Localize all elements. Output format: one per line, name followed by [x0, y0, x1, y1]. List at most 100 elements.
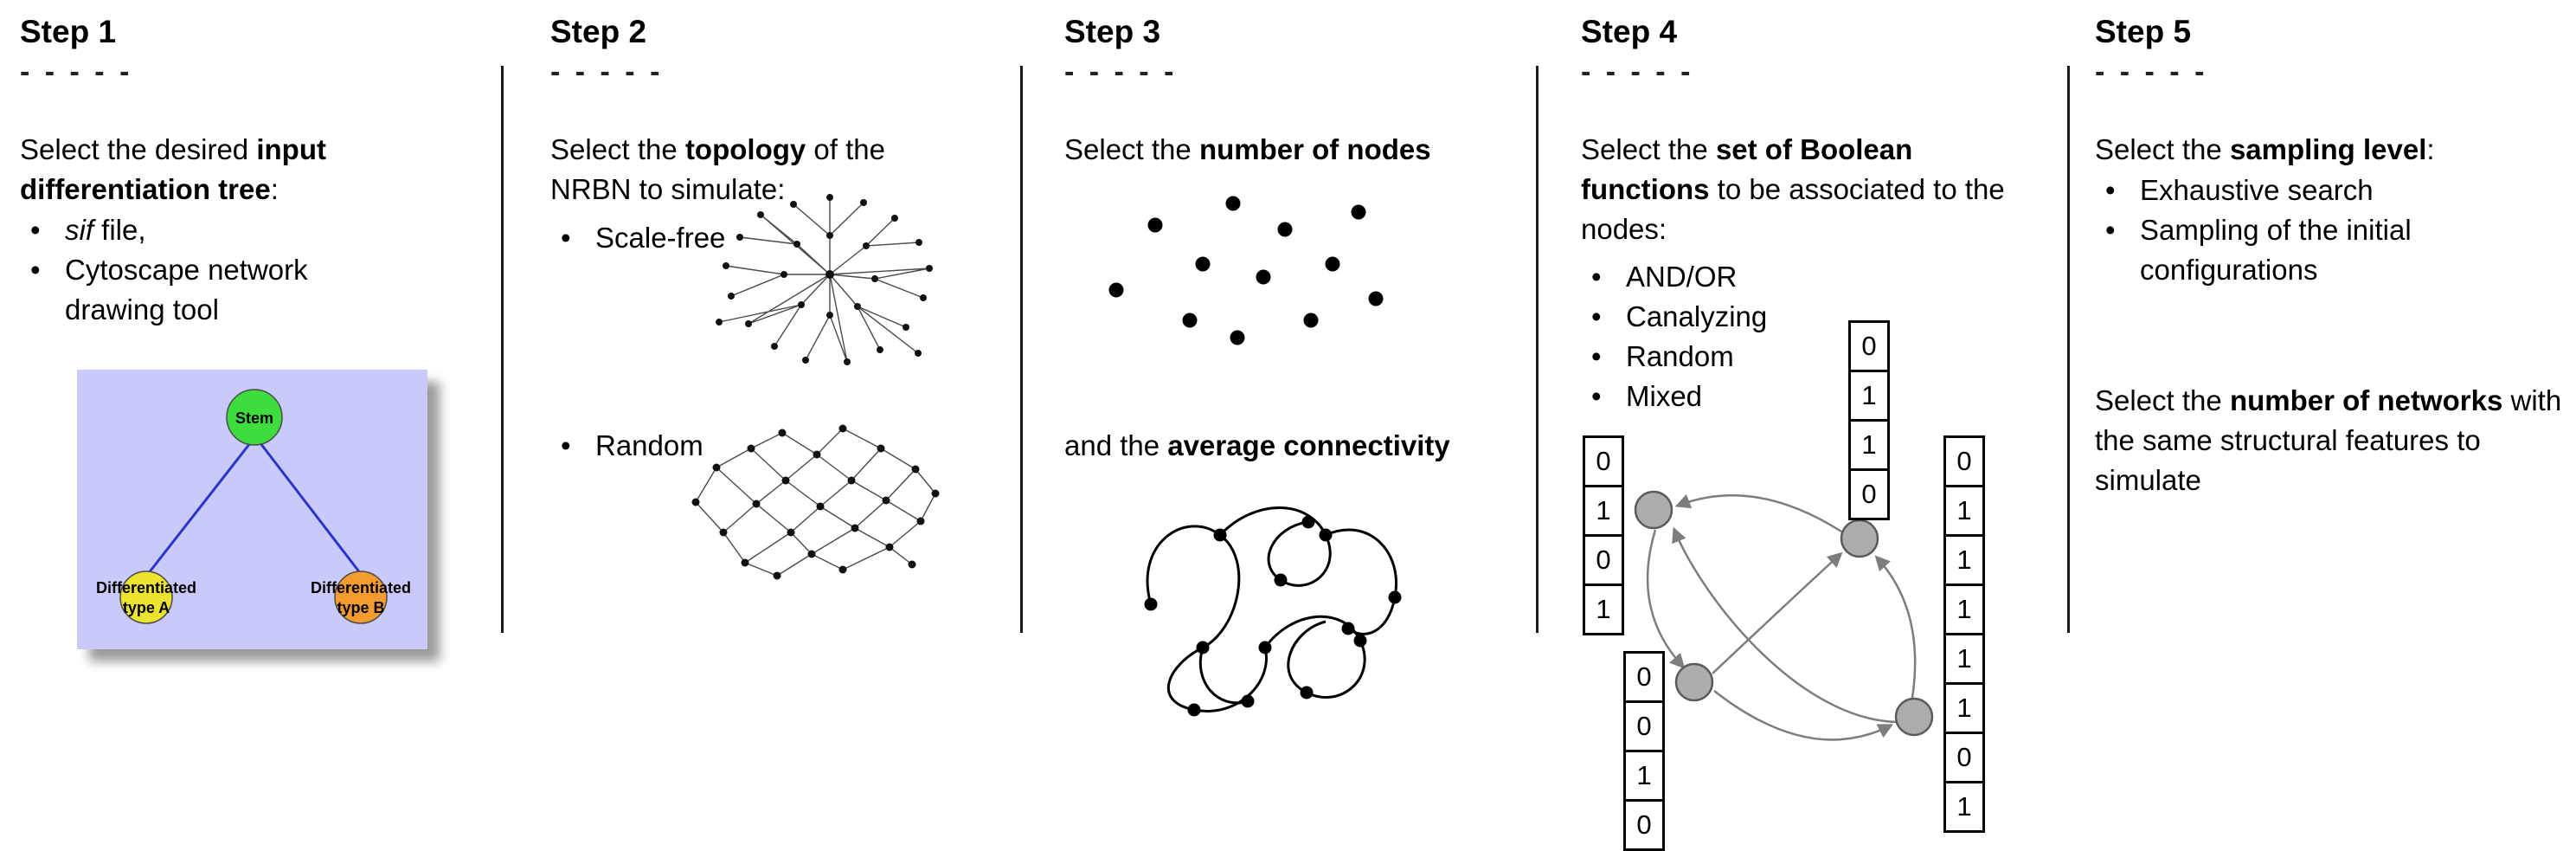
random-fn-text: Random: [1626, 340, 1734, 372]
step-4-bullets: AND/OR Canalyzing Random Mixed: [1581, 257, 1927, 416]
nodes-scatter: [1108, 196, 1384, 345]
boolean-node-b: [1840, 519, 1879, 558]
connectivity-tangle: [1144, 506, 1402, 717]
step-2-column: Step 2 - - - - - Select the topology of …: [550, 0, 1031, 851]
step-5-header: Step 5: [2095, 14, 2192, 49]
random-text: Random: [595, 429, 703, 461]
networks-post: with the same structural features to sim…: [2095, 384, 2562, 496]
type-b-node: [334, 571, 388, 624]
tree-edge-right: [259, 442, 363, 575]
scale-free-edges: [718, 197, 930, 363]
truth-table-cell: 0: [1583, 534, 1624, 586]
tangle-curves: [1146, 506, 1397, 712]
truth-table-cell: 1: [1943, 534, 1985, 586]
truth-table-cell: 1: [1943, 583, 1985, 635]
scatter-dots: [1108, 196, 1384, 345]
random-network: [691, 424, 940, 580]
bullet-exhaustive: Exhaustive search: [2095, 171, 2458, 210]
networks-bold: number of networks: [2229, 384, 2503, 416]
step-4-header: Step 4: [1581, 14, 1678, 49]
step-4-title-bold: set of Boolean functions: [1581, 133, 1913, 205]
divider-4: [2067, 66, 2070, 633]
bullet-scale-free: Scale-free: [550, 218, 827, 258]
boolean-node-a: [1634, 490, 1673, 530]
truth-table-cell: 1: [1583, 485, 1624, 537]
step-2-title-bold: topology: [684, 133, 806, 165]
truth-table-cell: 1: [1623, 750, 1665, 802]
step-2-title-post: of the NRBN to simulate:: [550, 133, 885, 205]
step-2-bullet-scale-free: Scale-free: [550, 218, 827, 258]
step-5-paragraph-networks: Select the number of networks with the s…: [2095, 381, 2576, 500]
step-2-title-pre: Select the: [550, 133, 685, 165]
differentiation-tree-svg: Stem Differentiated type A Differentiate…: [77, 370, 427, 649]
random-edges: [695, 428, 936, 577]
step-3-subtitle-pre: and the: [1064, 429, 1168, 461]
cytoscape-text: Cytoscape network drawing tool: [65, 254, 308, 326]
scale-free-text: Scale-free: [595, 222, 726, 254]
boolean-node-c: [1674, 662, 1714, 702]
bullet-sampling: Sampling of the initial configurations: [2095, 210, 2458, 290]
bullet-and-or: AND/OR: [1581, 257, 1927, 297]
step-3-dashes: - - - - -: [1064, 55, 1178, 88]
and-or-text: AND/OR: [1626, 261, 1738, 293]
exhaustive-text: Exhaustive search: [2140, 174, 2374, 206]
stem-label: Stem: [235, 409, 273, 427]
truth-table-cell: 0: [1848, 468, 1890, 520]
bullet-random-fn: Random: [1581, 337, 1927, 377]
step-4-title-post: to be associated to the nodes:: [1581, 173, 2005, 245]
divider-1: [501, 66, 504, 633]
step-4-dashes: - - - - -: [1581, 55, 1694, 88]
step-4-title: Select the set of Boolean functions to b…: [1581, 130, 2027, 249]
step-5-column: Step 5 - - - - - Select the sampling lev…: [2095, 0, 2576, 851]
step-1-title: Select the desired input differentiation…: [20, 130, 427, 210]
truth-table-cell: 1: [1943, 781, 1985, 833]
step-5-title-bold: sampling level: [2229, 133, 2427, 165]
truth-table-cell: 1: [1848, 370, 1890, 422]
scale-free-nodes: [716, 194, 933, 365]
truth-table-cell: 1: [1943, 682, 1985, 734]
type-b-label-line2: type B: [337, 599, 384, 616]
step-5-title-pre: Select the: [2095, 133, 2230, 165]
step-2-title: Select the topology of the NRBN to simul…: [550, 130, 957, 210]
step-5-title-post: :: [2426, 133, 2435, 165]
divider-3: [1536, 66, 1539, 633]
truth-table-cell: 0: [1848, 320, 1890, 372]
truth-table-cell: 1: [1583, 583, 1624, 635]
boolean-node-d: [1894, 697, 1934, 737]
step-3-title-bold: number of nodes: [1198, 133, 1431, 165]
step-3-header: Step 3: [1064, 14, 1161, 49]
truth-table-cell: 0: [1623, 700, 1665, 752]
sif-italic: sif: [65, 214, 93, 246]
boolean-network-svg: [1634, 490, 1934, 741]
bullet-mixed: Mixed: [1581, 377, 1927, 416]
random-nodes: [691, 424, 940, 580]
truth-table-cell: 0: [1583, 435, 1624, 487]
boolean-network-nodes: [1634, 490, 1934, 737]
truth-table-cell: 0: [1623, 799, 1665, 851]
step-5-title: Select the sampling level:: [2095, 130, 2562, 170]
bullet-random: Random: [550, 426, 827, 466]
step-1-bullets: sif file, Cytoscape network drawing tool: [20, 210, 349, 330]
truth-table-cell: 1: [1943, 485, 1985, 537]
step-4-column: Step 4 - - - - - Select the set of Boole…: [1581, 0, 2070, 851]
step-1-dashes: - - - - -: [20, 55, 133, 88]
step-3-subtitle-bold: average connectivity: [1167, 429, 1450, 461]
bullet-sif-file: sif file,: [20, 210, 349, 250]
canalyzing-text: Canalyzing: [1626, 300, 1768, 332]
step-1-title-bold: input differentiation tree: [20, 133, 326, 205]
step-5-dashes: - - - - -: [2095, 55, 2208, 88]
step-3-title-pre: Select the: [1064, 133, 1199, 165]
type-b-label-line1: Differentiated: [311, 579, 411, 596]
step-3-subtitle: and the average connectivity: [1064, 426, 1549, 466]
divider-2: [1020, 66, 1023, 633]
bullet-cytoscape: Cytoscape network drawing tool: [20, 250, 349, 330]
truth-table-cell: 0: [1943, 435, 1985, 487]
step-4-title-pre: Select the: [1581, 133, 1716, 165]
sif-text: file,: [93, 214, 146, 246]
